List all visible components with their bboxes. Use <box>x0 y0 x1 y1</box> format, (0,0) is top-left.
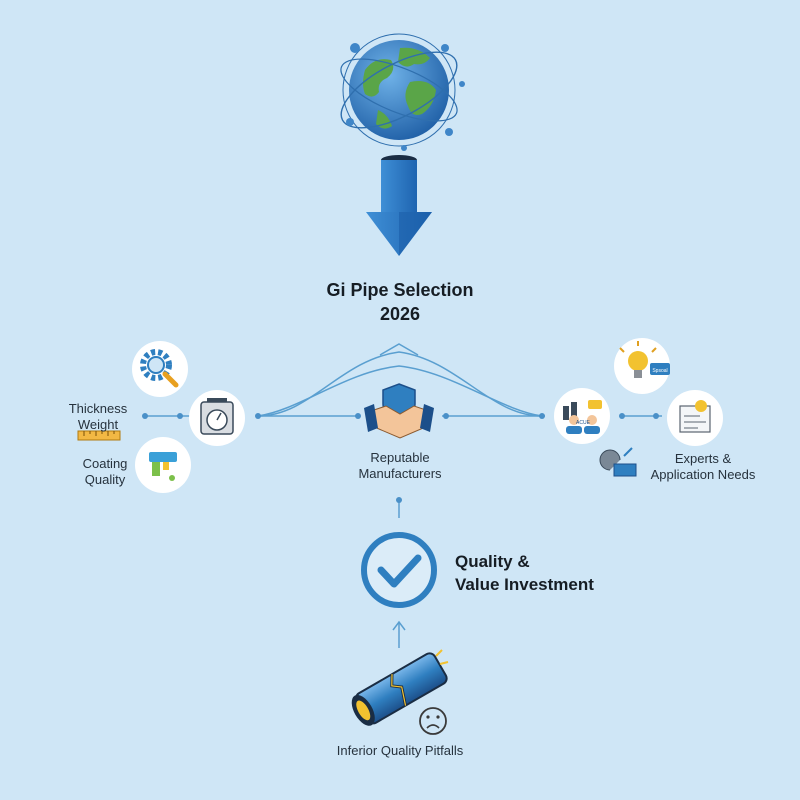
ruler-icon <box>77 430 121 441</box>
quality-value-line-1: Quality & <box>455 552 530 571</box>
quality-value-line-2: Value Investment <box>455 575 594 594</box>
coating-label: Coating Quality <box>60 456 150 488</box>
experts-label-line-1: Experts & <box>674 451 732 466</box>
manufacturers-label-line-1: Reputable <box>370 450 430 465</box>
checkmark-icon <box>361 532 437 608</box>
blueprint-icon <box>667 390 723 446</box>
manufacturers-label: Reputable Manufacturers <box>340 450 460 482</box>
manufacturers-label-line-2: Manufacturers <box>358 466 442 481</box>
paint-icon <box>135 437 191 493</box>
globe-icon <box>340 33 465 151</box>
factory-team-icon: ACUE <box>554 388 610 444</box>
thickness-label-line-2: Weight <box>77 417 119 432</box>
handshake-shield-icon <box>364 383 434 439</box>
connector-dots <box>142 413 659 503</box>
connector-lines <box>145 343 662 648</box>
coating-label-line-2: Quality <box>84 472 126 487</box>
sad-face-icon <box>419 707 447 735</box>
scale-icon <box>189 390 245 446</box>
experts-label: Experts & Application Needs <box>640 451 766 483</box>
pitfalls-label: Inferior Quality Pitfalls <box>336 743 464 758</box>
quality-value-label: Quality & Value Investment <box>455 550 635 596</box>
thickness-label: Thickness Weight <box>50 401 146 433</box>
title-line-1: Gi Pipe Selection <box>326 280 474 300</box>
experts-label-line-2: Application Needs <box>650 467 756 482</box>
bubble-text: Spsoal <box>652 368 667 374</box>
coating-label-line-1: Coating <box>82 456 128 471</box>
diagram-title: Gi Pipe Selection 2026 <box>300 278 500 326</box>
thickness-label-line-1: Thickness <box>68 401 128 416</box>
lightbulb-icon: Spsoal <box>614 338 670 394</box>
title-line-2: 2026 <box>379 304 421 324</box>
gear-search-icon <box>132 341 188 397</box>
down-arrow-icon <box>366 155 432 256</box>
pipe-gauge-icon <box>599 447 637 477</box>
badge-text: ACUE <box>576 420 591 426</box>
broken-pipe-icon <box>351 649 449 726</box>
